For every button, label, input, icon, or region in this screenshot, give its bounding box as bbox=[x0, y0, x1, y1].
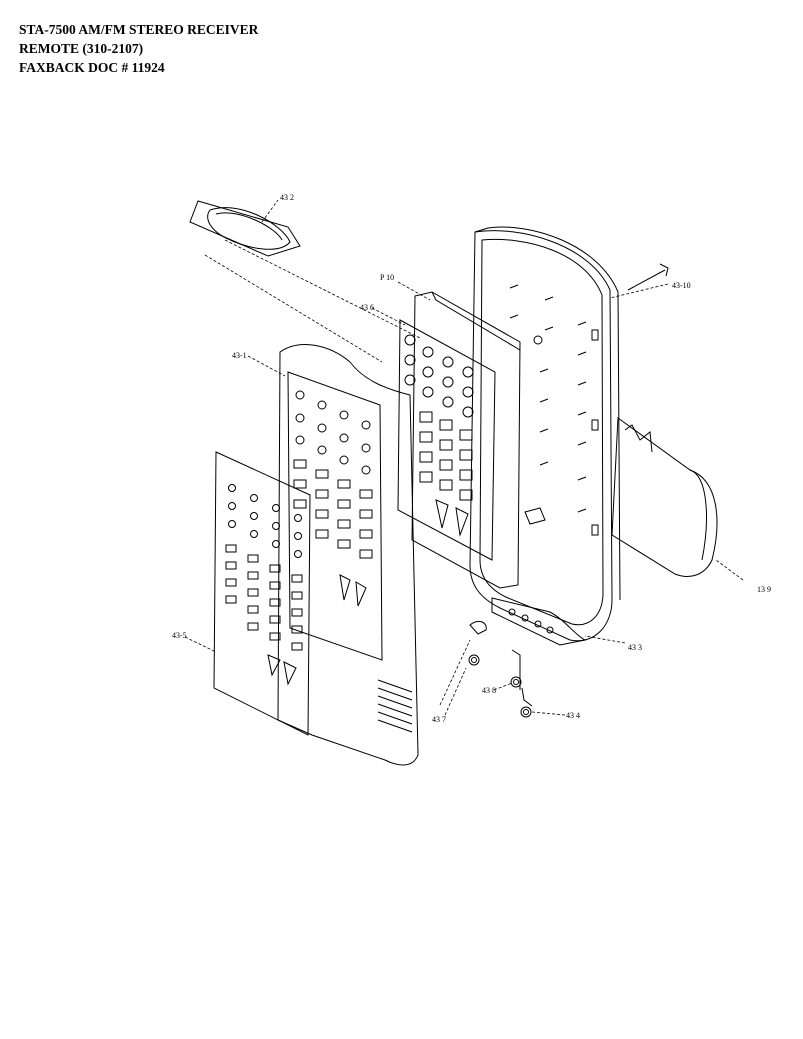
callout-43-7: 43 7 bbox=[432, 715, 446, 724]
leader-lines bbox=[184, 199, 744, 716]
contact-plate-part bbox=[491, 597, 587, 646]
spring-contacts-part bbox=[468, 620, 533, 718]
screw-part bbox=[627, 263, 669, 291]
callout-43-8: 43 8 bbox=[482, 686, 496, 695]
callout-13-9: 13 9 bbox=[757, 585, 771, 594]
battery-cover-part bbox=[189, 200, 301, 257]
header-part-number: REMOTE (310-2107) bbox=[19, 41, 144, 56]
callout-43-1: 43-1 bbox=[232, 351, 247, 360]
callout-43-3: 43 3 bbox=[628, 643, 642, 652]
callout-labels: 43 2 43-10 P 10 43 6 43-1 13 9 43-5 43 3… bbox=[172, 193, 771, 724]
header-doc-number: FAXBACK DOC # 11924 bbox=[19, 60, 165, 75]
callout-43-5: 43-5 bbox=[172, 631, 187, 640]
callout-43-2: 43 2 bbox=[280, 193, 294, 202]
battery-door-part bbox=[611, 417, 718, 577]
circuit-board-part bbox=[411, 291, 521, 589]
front-case-part bbox=[277, 344, 419, 766]
callout-43-10: 43-10 bbox=[672, 281, 691, 290]
document-header: STA-7500 AM/FM STEREO RECEIVER REMOTE (3… bbox=[19, 20, 258, 77]
header-title: STA-7500 AM/FM STEREO RECEIVER bbox=[19, 22, 259, 37]
overlay-panel-part bbox=[213, 451, 311, 736]
rubber-keypad-part bbox=[397, 319, 496, 561]
callout-p10: P 10 bbox=[380, 273, 394, 282]
callout-43-4: 43 4 bbox=[566, 711, 580, 720]
rear-case-part bbox=[469, 226, 621, 642]
callout-43-6: 43 6 bbox=[360, 303, 374, 312]
